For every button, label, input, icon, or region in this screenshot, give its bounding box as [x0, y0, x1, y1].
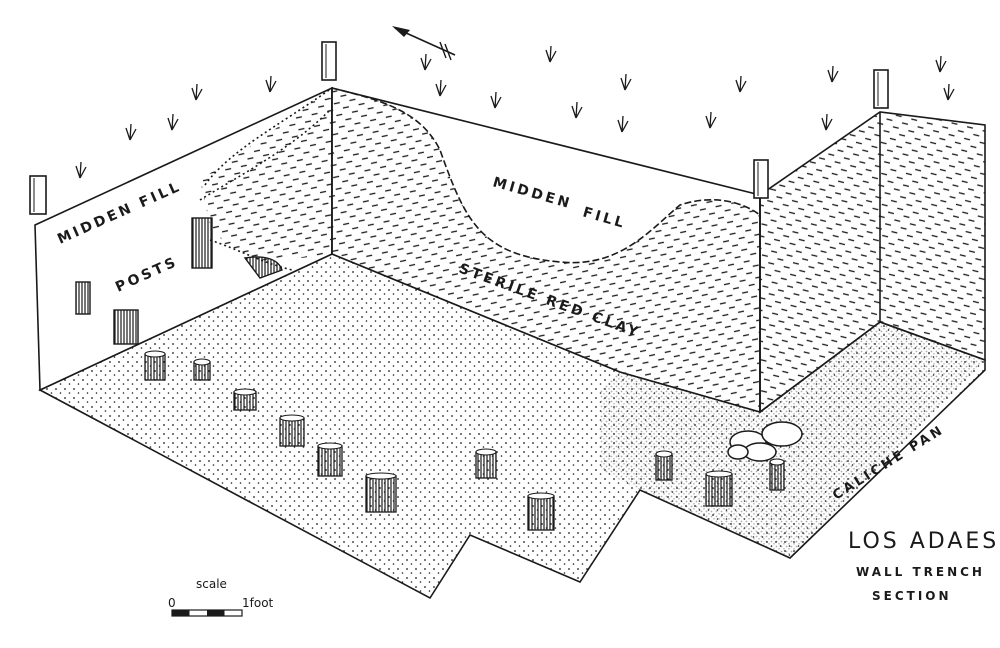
- grass-tuft: [167, 113, 179, 131]
- title-los-adaes: LOS ADAES: [848, 529, 999, 554]
- grass-tuft: [435, 79, 447, 97]
- grass-tuft: [943, 83, 955, 101]
- post-stump: [705, 473, 733, 507]
- post-stump-top: [769, 458, 785, 466]
- datum-stake-right-2: [873, 69, 889, 109]
- wall-post-1: [75, 281, 91, 315]
- scale-bar: scale 0 1foot: [168, 577, 274, 617]
- left-wall-stipple-edge: [199, 87, 333, 271]
- grass-tuft: [490, 91, 502, 109]
- post-stump-top: [365, 472, 397, 480]
- grass-tuft: [620, 73, 632, 91]
- post-stump-top: [527, 492, 555, 500]
- grass-tuft: [821, 113, 833, 131]
- datum-stake-right-1: [753, 159, 769, 199]
- post-stump-top: [655, 450, 673, 458]
- grass-tuft: [735, 75, 747, 93]
- scale-start: 0: [168, 596, 176, 610]
- post-stump-top: [144, 350, 166, 358]
- caliche-stones: [727, 421, 803, 462]
- scale-end: 1foot: [242, 596, 274, 610]
- post-stump: [144, 353, 166, 381]
- grass-tuft: [420, 53, 432, 71]
- grass-tuft: [827, 65, 839, 83]
- grass-tuft: [571, 101, 583, 119]
- post-stump-top: [705, 470, 733, 478]
- grass-tuft: [545, 45, 557, 63]
- datum-stake-left: [29, 175, 47, 215]
- grass-tuft: [705, 111, 717, 129]
- post-stump: [317, 445, 343, 477]
- grass-tuft: [617, 115, 629, 133]
- grass-tuft: [75, 161, 87, 179]
- post-stump: [769, 461, 785, 491]
- back-wall-sterile-clay: [332, 88, 760, 412]
- floor-post-stumps: [144, 350, 785, 531]
- post-stump-top: [279, 414, 305, 422]
- post-stump-top: [475, 448, 497, 456]
- wall-post-4: [243, 256, 283, 279]
- title-wall-trench: WALL TRENCH: [856, 565, 985, 579]
- grass-tuft: [935, 55, 947, 73]
- post-stump-top: [317, 442, 343, 450]
- post-stump: [279, 417, 305, 447]
- wall-post-2: [113, 309, 139, 345]
- scale-label: scale: [196, 577, 227, 591]
- grass-tuft: [125, 123, 137, 141]
- post-stump: [475, 451, 497, 479]
- midden-boundary-curve: [331, 87, 761, 264]
- grass-tuft: [265, 75, 277, 93]
- grass-tuft: [191, 83, 203, 101]
- post-stump: [655, 453, 673, 481]
- north-arrow: [392, 26, 456, 61]
- grass-tufts: [75, 45, 955, 179]
- post-stump-top: [193, 358, 211, 366]
- title-section: SECTION: [872, 589, 952, 603]
- post-stump: [365, 475, 397, 513]
- post-stump-top: [233, 388, 257, 396]
- wall-post-3: [191, 217, 213, 269]
- post-stump: [527, 495, 555, 531]
- datum-stake-center: [321, 41, 337, 81]
- left-wall-midden-upper: [200, 88, 332, 262]
